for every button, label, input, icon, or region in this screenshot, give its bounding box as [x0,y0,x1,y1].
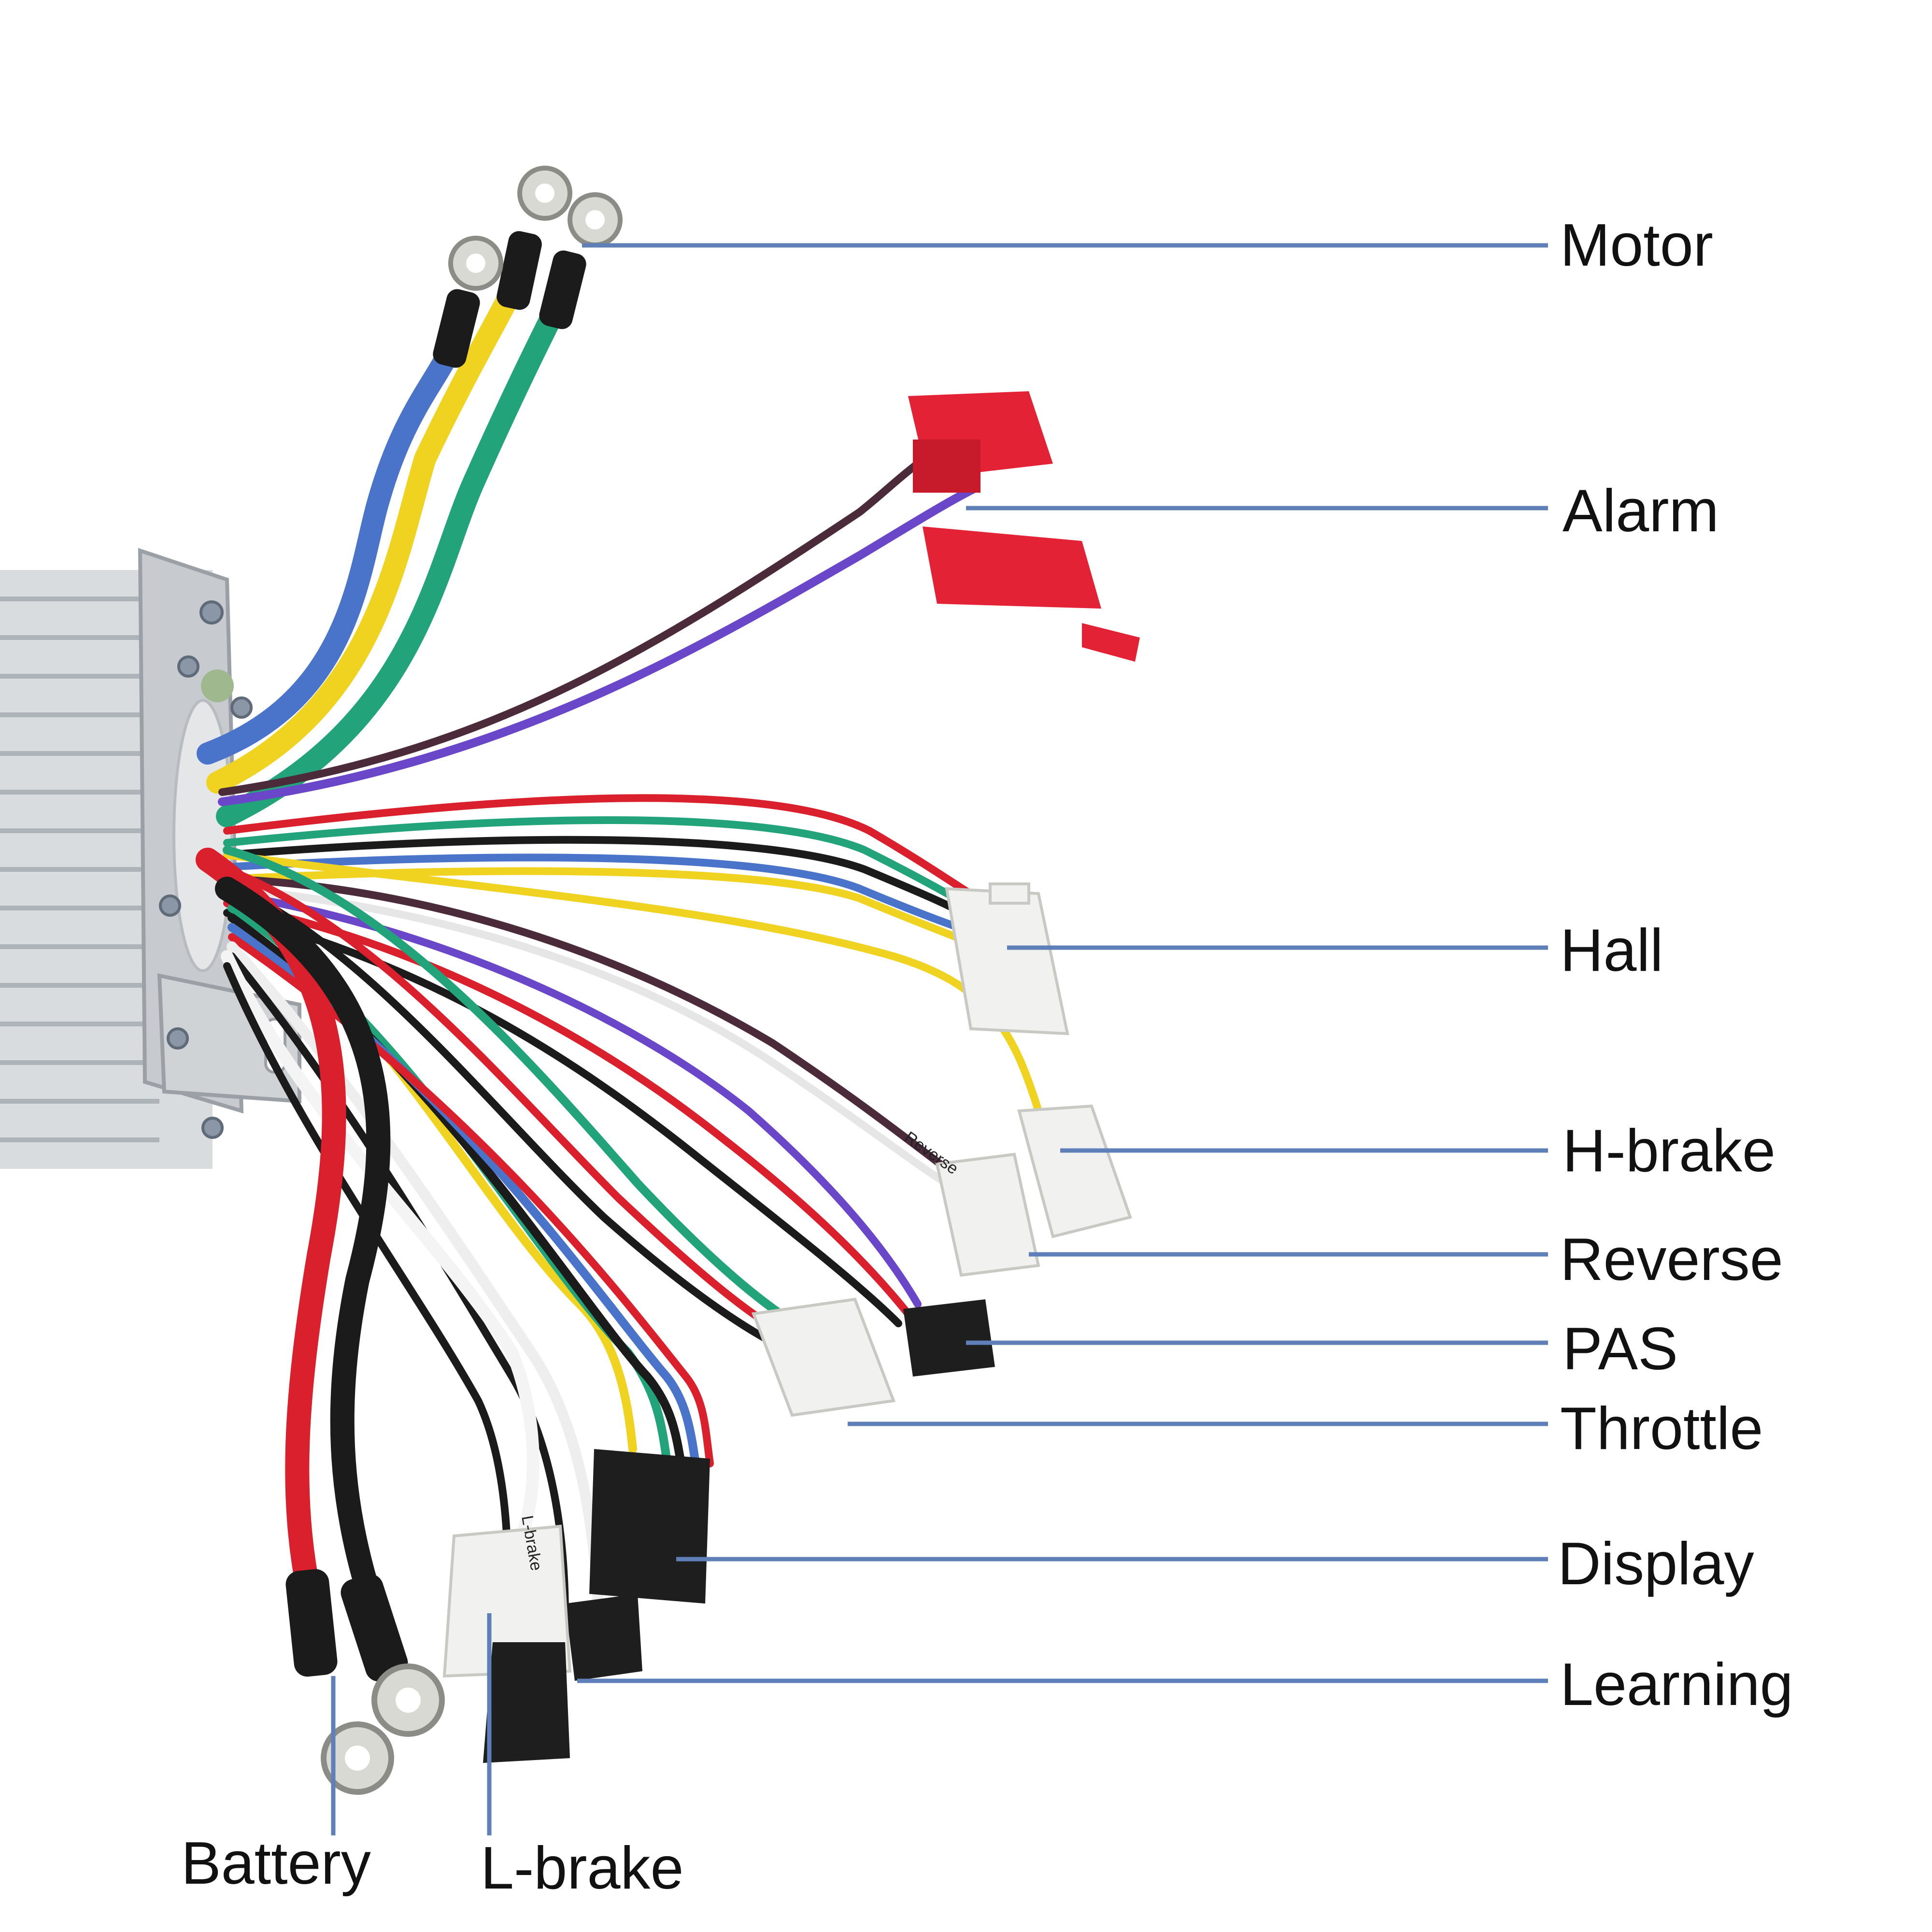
hall-wire-black [223,836,984,926]
reverse-wire-white [228,885,951,1187]
label-h-brake: H-brake [1563,1118,1776,1184]
label-l-brake: L-brake [481,1835,683,1902]
battery-wire-black [215,877,391,1616]
h-brake-connector [1017,1104,1132,1238]
alarm-connector-red [908,391,1140,662]
hall-wire-red [223,794,989,907]
hall-connector [945,882,1069,1036]
label-throttle: Throttle [1560,1395,1763,1462]
l-brake-wire-white [221,950,540,1542]
learning-connector [565,1594,642,1681]
motor-wire-blue [197,317,470,765]
display-wire-red [228,933,714,1467]
throttle-connector [751,1297,896,1417]
hall-wire-yellow [223,867,984,951]
labels: Motor Alarm Hall H-brake Reverse PAS Thr… [181,212,1793,1902]
reverse-connector [935,1152,1040,1277]
label-display: Display [1558,1531,1754,1597]
leader-lines [331,243,1548,1835]
learning-wire-black [228,952,569,1622]
motor-wire-green [216,279,576,827]
label-alarm: Alarm [1563,478,1719,544]
pas-wire-red [223,899,912,1318]
battery-ring-terminals [285,1569,445,1795]
display-connector [589,1449,710,1604]
hall-wire-green [223,816,984,917]
alarm-wire-brown [218,460,922,796]
l-brake-connector [442,1524,572,1763]
throttle-wire-black [223,880,786,1351]
motor-wire-yellow [206,259,533,794]
hall-wire-blue [223,853,984,938]
label-learning: Learning [1560,1651,1793,1718]
alarm-wire-purple [218,483,980,806]
label-pas: PAS [1563,1316,1678,1382]
label-motor: Motor [1560,212,1713,279]
pas-connector [903,1299,995,1377]
throttle-wire-green [223,846,806,1333]
label-reverse: Reverse [1560,1226,1783,1293]
motor-ring-terminals [433,166,623,368]
label-battery: Battery [181,1830,371,1897]
label-hall: Hall [1560,917,1663,984]
reverse-wire-brown [228,875,951,1173]
controller-housing [0,548,301,1169]
throttle-wire-red [223,866,796,1342]
